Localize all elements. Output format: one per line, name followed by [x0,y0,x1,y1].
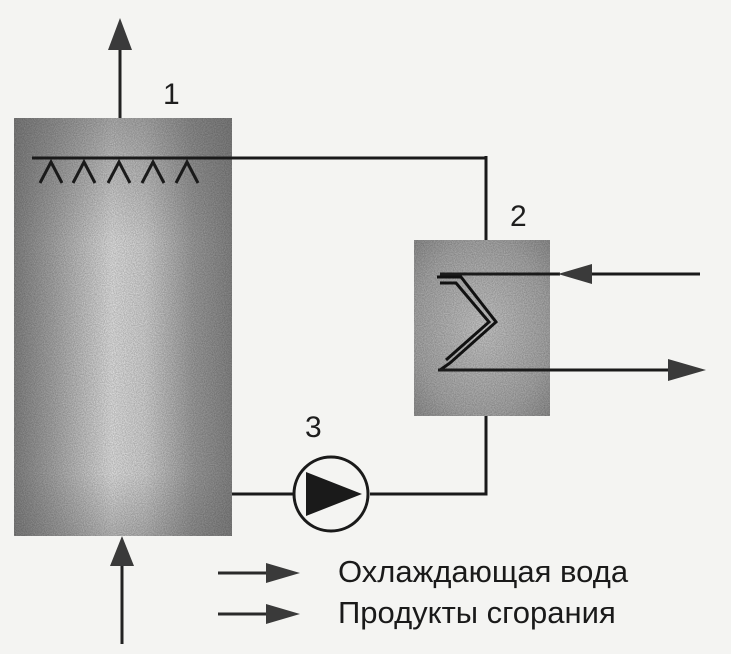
cooling-water-outlet-arrow [438,359,706,381]
scrubber-column [14,118,232,536]
heat-exchanger-coil [437,275,499,372]
legend-cooling-water-text: Охлаждающая вода [338,554,629,589]
spray-header [32,156,486,184]
label-scrubber: 1 [163,78,180,111]
label-pump: 3 [305,411,322,444]
legend-arrow-combustion-products [218,604,300,624]
label-heat-exchanger: 2 [510,200,527,233]
flue-gas-inlet-arrow [110,536,134,644]
pump [292,455,370,533]
cooling-water-inlet-arrow [440,264,700,284]
flue-gas-outlet-arrow [108,18,132,118]
return-pipe [232,416,488,496]
legend-arrow-cooling-water [218,563,300,583]
heat-exchanger [414,240,550,416]
legend-combustion-products-text: Продукты сгорания [338,595,616,630]
